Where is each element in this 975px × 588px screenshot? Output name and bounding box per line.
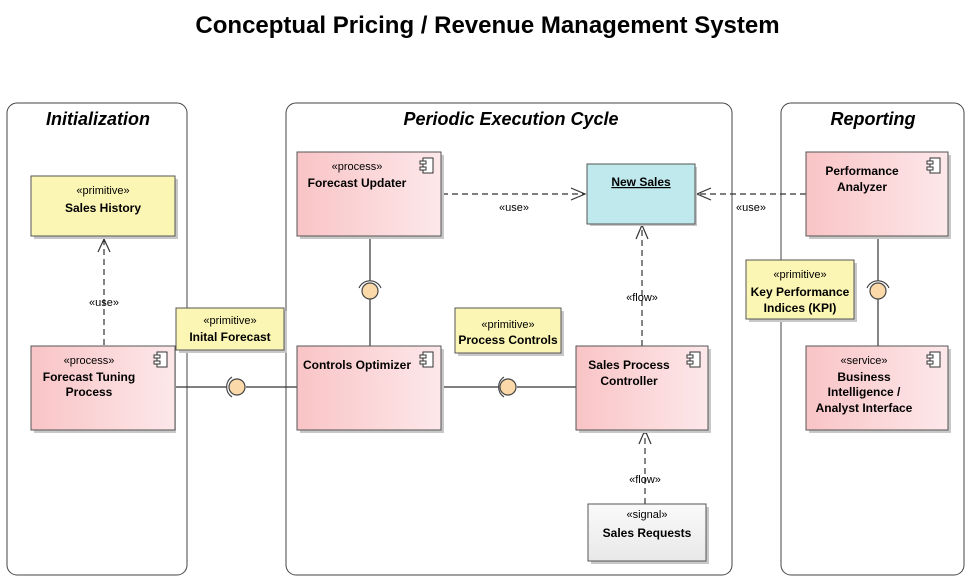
name-process-controls: Process Controls	[458, 333, 558, 347]
socket-initial-forecast	[226, 376, 233, 398]
name-initial-forecast: Inital Forecast	[189, 330, 270, 344]
pane-title-initialization: Initialization	[46, 109, 150, 129]
element-sales-history[interactable]: «primitive» Sales History	[30, 175, 178, 239]
name-controls-optimizer: Controls Optimizer	[303, 358, 411, 372]
pane-initialization: Initialization	[6, 102, 188, 576]
name-forecast-tuning-1: Forecast Tuning	[43, 370, 135, 384]
name-kpi-2: Indices (KPI)	[764, 301, 837, 315]
name-forecast-updater: Forecast Updater	[308, 176, 407, 190]
element-sales-requests[interactable]: «signal» Sales Requests	[587, 503, 709, 564]
socket-kpi	[866, 280, 890, 289]
interface-forecast	[361, 282, 379, 300]
element-forecast-tuning-process[interactable]: «process» Forecast Tuning Process	[30, 345, 176, 433]
label-flow-1: «flow»	[626, 292, 658, 304]
element-kpi[interactable]: «primitive» Key Performance Indices (KPI…	[745, 259, 857, 322]
name-sales-requests: Sales Requests	[603, 526, 692, 540]
stereotype-sales-requests: «signal»	[627, 509, 668, 521]
name-performance-analyzer-2: Analyzer	[837, 180, 887, 194]
element-new-sales[interactable]: New Sales	[586, 163, 697, 226]
name-bi-2: Intelligence /	[828, 385, 901, 399]
element-performance-analyzer[interactable]: Performance Analyzer	[805, 151, 951, 239]
interface-initial-forecast	[228, 378, 246, 396]
arrowhead-new-sales-left	[570, 187, 587, 201]
pane-title-periodic: Periodic Execution Cycle	[403, 109, 618, 129]
name-bi-1: Business	[837, 370, 891, 384]
element-controls-optimizer[interactable]: Controls Optimizer	[296, 345, 444, 433]
interface-process-controls	[499, 378, 517, 396]
label-use-1: «use»	[89, 297, 119, 309]
name-forecast-tuning-2: Process	[66, 385, 113, 399]
stereotype-forecast-updater: «process»	[332, 161, 383, 173]
element-process-controls[interactable]: «primitive» Process Controls	[454, 307, 564, 356]
stereotype-forecast-tuning: «process»	[64, 355, 115, 367]
stereotype-initial-forecast: «primitive»	[203, 315, 256, 327]
stereotype-process-controls: «primitive»	[481, 319, 534, 331]
pane-title-reporting: Reporting	[831, 109, 916, 129]
element-initial-forecast[interactable]: «primitive» Inital Forecast	[175, 307, 287, 353]
stereotype-sales-history: «primitive»	[76, 185, 129, 197]
interface-kpi	[869, 282, 887, 300]
name-sales-process-controller-1: Sales Process	[588, 358, 670, 372]
label-use-3: «use»	[736, 202, 766, 214]
name-sales-history: Sales History	[65, 201, 141, 215]
label-use-2: «use»	[499, 202, 529, 214]
element-business-intelligence[interactable]: «service» Business Intelligence / Analys…	[805, 345, 951, 433]
name-kpi-1: Key Performance	[751, 285, 850, 299]
diagram-title: Conceptual Pricing / Revenue Management …	[195, 12, 780, 39]
element-sales-process-controller[interactable]: Sales Process Controller	[575, 345, 711, 433]
stereotype-bi: «service»	[840, 355, 887, 367]
socket-forecast	[358, 280, 382, 289]
stereotype-kpi: «primitive»	[773, 269, 826, 281]
label-flow-2: «flow»	[629, 474, 661, 486]
name-performance-analyzer-1: Performance	[825, 164, 899, 178]
name-bi-3: Analyst Interface	[816, 401, 913, 415]
element-forecast-updater[interactable]: «process» Forecast Updater	[296, 151, 444, 239]
socket-process-controls	[498, 376, 505, 398]
name-sales-process-controller-2: Controller	[600, 374, 658, 388]
name-new-sales: New Sales	[611, 175, 671, 189]
